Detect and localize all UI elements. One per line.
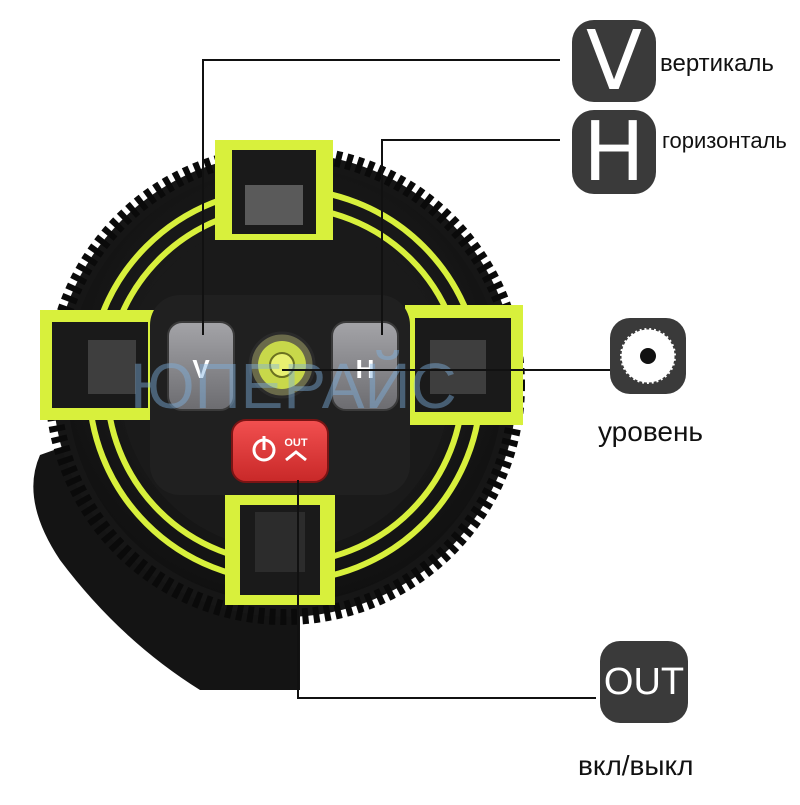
laser-window-bottom: [225, 495, 335, 605]
watermark: ЮПЕРАЙС: [130, 349, 457, 422]
bubble-level: [248, 331, 316, 399]
vertical-label: вертикаль: [660, 50, 774, 77]
device-button-h[interactable]: H: [331, 321, 399, 411]
laser-window-left: [40, 310, 158, 420]
power-key-badge: OUT: [600, 641, 688, 723]
device-button-v[interactable]: V: [167, 321, 235, 411]
horizontal-label: горизонталь: [662, 128, 787, 153]
laser-window-right: [405, 305, 523, 425]
vertical-key-badge: V: [572, 14, 656, 109]
device-button-power-label: OUT: [284, 437, 308, 449]
device-button-power[interactable]: OUT: [231, 419, 329, 483]
laser-window-top: [215, 140, 333, 240]
device-button-v-label: V: [192, 354, 210, 384]
power-label: вкл/выкл: [578, 750, 694, 781]
callout-line-vertical: [202, 59, 560, 335]
callout-line-power: [297, 480, 596, 699]
chevron-up-icon: [285, 450, 307, 462]
level-label: уровень: [598, 416, 704, 447]
horizontal-key-badge: H: [572, 105, 656, 200]
callout-line-horizontal: [381, 139, 560, 335]
level-icon: [610, 318, 686, 394]
